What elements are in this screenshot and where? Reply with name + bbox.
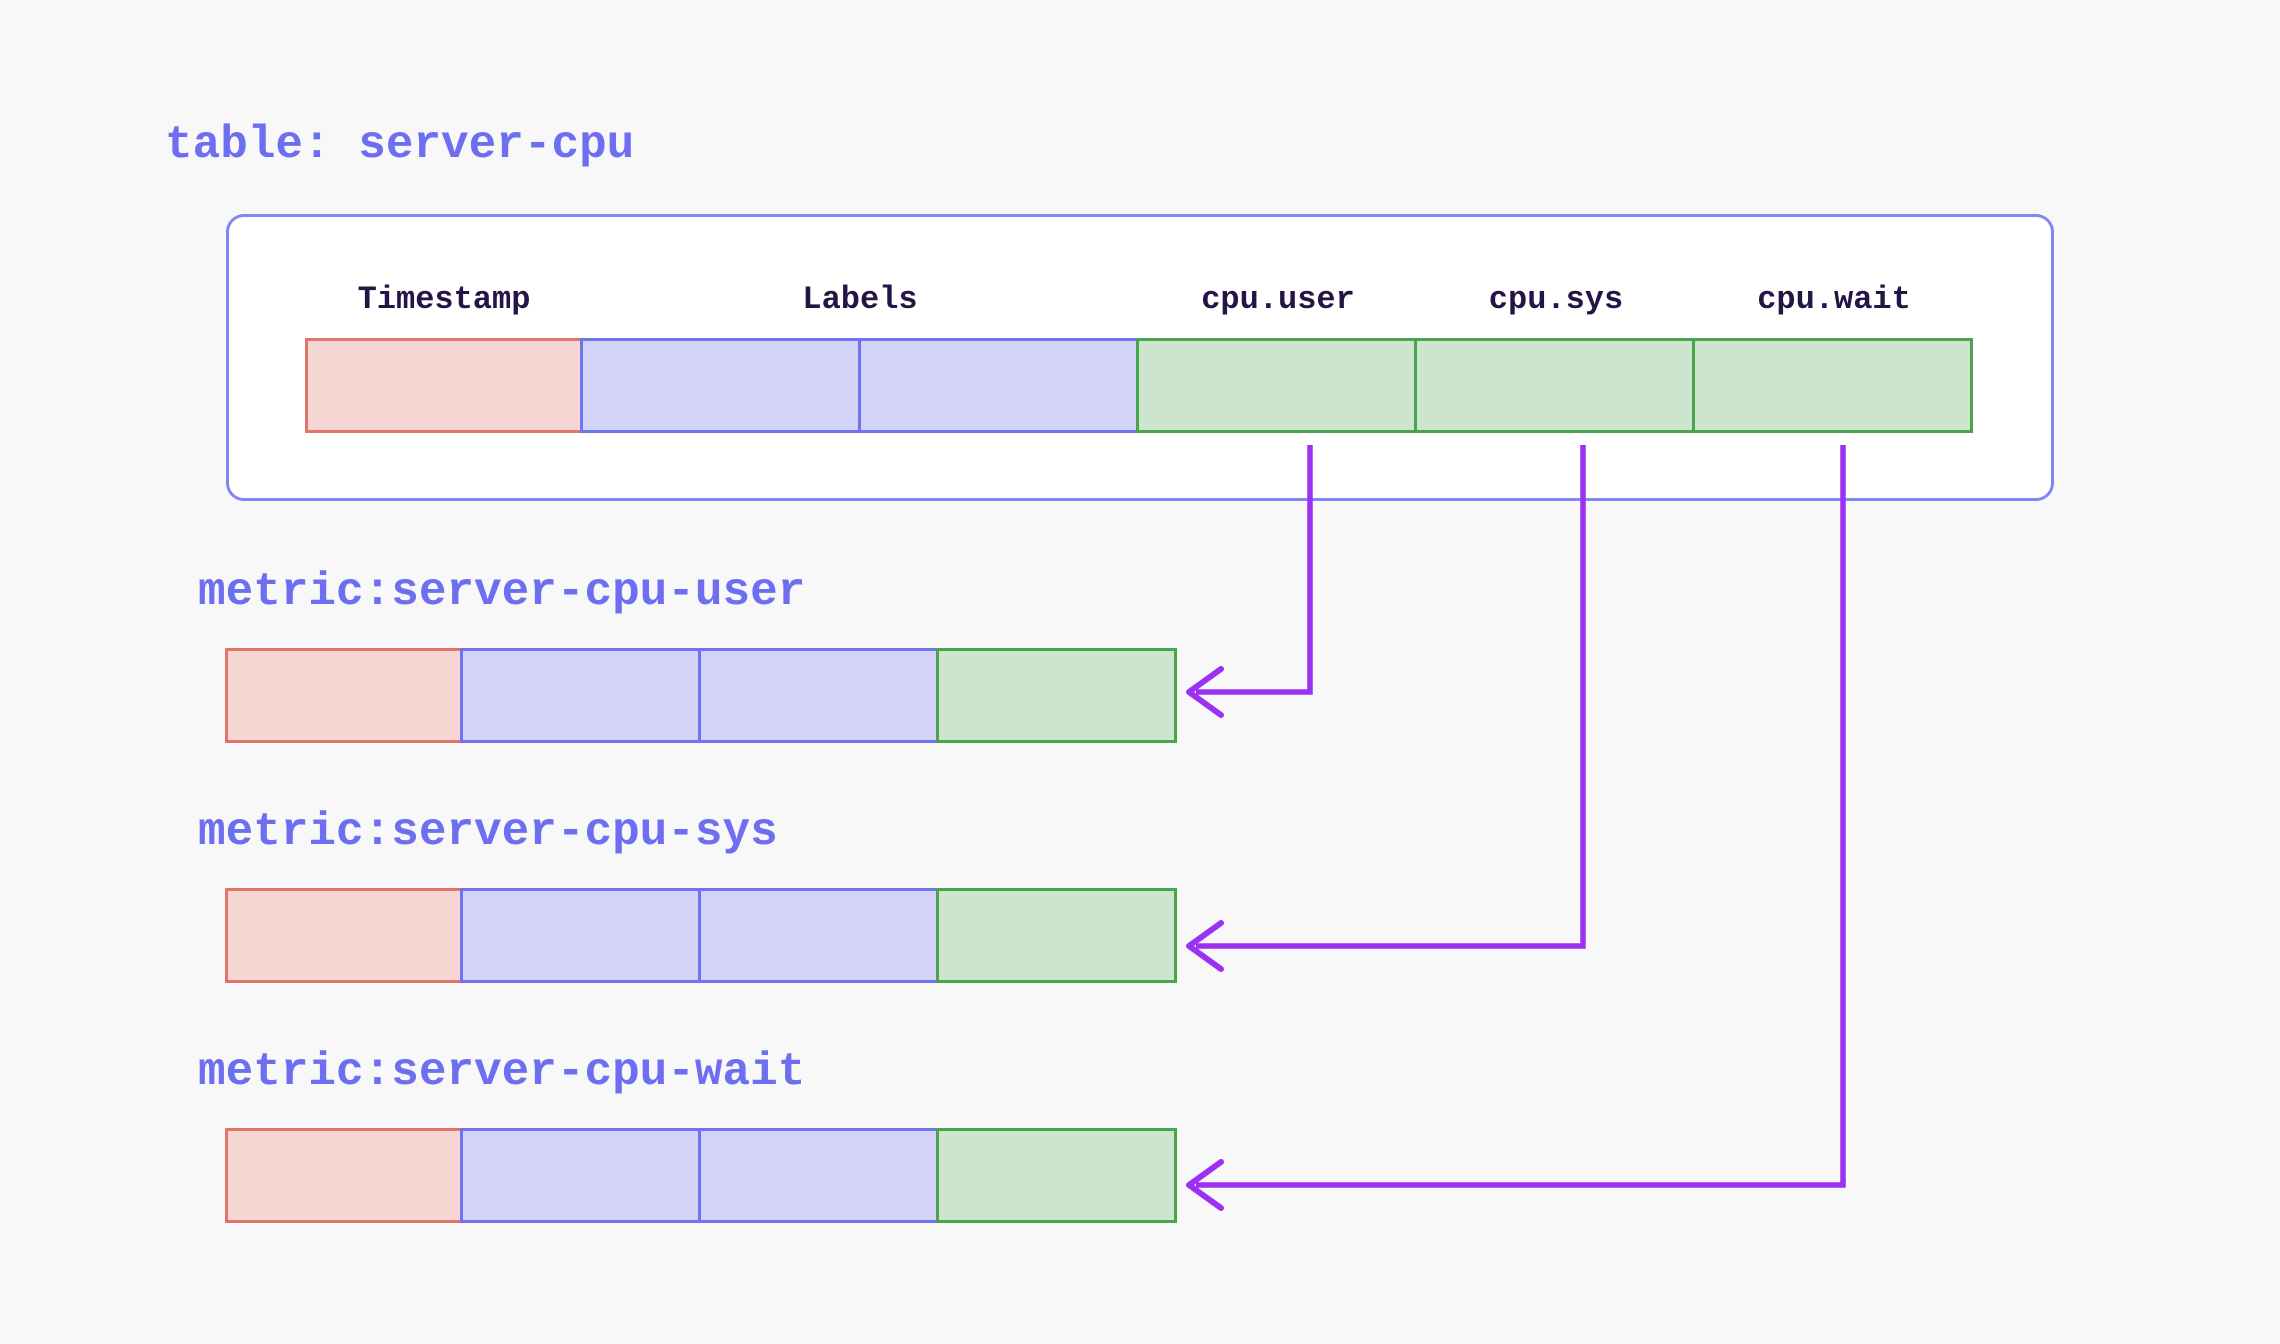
metric-sys-cell-value — [936, 888, 1177, 983]
metric-row-user — [225, 648, 1177, 743]
metric-user-cell-timestamp — [225, 648, 463, 743]
arrow-cpu-wait-to-metric — [1186, 445, 1846, 1211]
metric-label-sys: metric:server-cpu-sys — [198, 806, 778, 858]
arrow-cpu-sys-head-icon — [1186, 920, 1224, 972]
metric-label-wait: metric:server-cpu-wait — [198, 1046, 806, 1098]
metric-wait-cell-label-2 — [698, 1128, 939, 1223]
metric-user-cell-label-2 — [698, 648, 939, 743]
metric-sys-cell-label-1 — [460, 888, 701, 983]
column-header-labels: Labels — [802, 281, 918, 318]
column-header-timestamp: Timestamp — [357, 281, 531, 318]
metric-row-wait — [225, 1128, 1177, 1223]
table-cell-cpu-sys — [1414, 338, 1695, 433]
metric-user-cell-value — [936, 648, 1177, 743]
metric-user-cell-label-1 — [460, 648, 701, 743]
metric-sys-cell-timestamp — [225, 888, 463, 983]
table-cell-cpu-wait — [1692, 338, 1973, 433]
arrow-cpu-sys-line — [1196, 445, 1586, 949]
metric-row-sys — [225, 888, 1177, 983]
metric-wait-cell-timestamp — [225, 1128, 463, 1223]
arrow-cpu-user-head-icon — [1186, 666, 1224, 718]
metric-sys-cell-label-2 — [698, 888, 939, 983]
column-header-cpu-sys: cpu.sys — [1488, 281, 1624, 318]
table-cell-label-1 — [580, 338, 861, 433]
column-header-cpu-wait: cpu.wait — [1757, 281, 1911, 318]
table-cell-cpu-user — [1136, 338, 1417, 433]
table-cell-label-2 — [858, 338, 1139, 433]
arrow-cpu-wait-head-icon — [1186, 1159, 1224, 1211]
metric-label-user: metric:server-cpu-user — [198, 566, 806, 618]
table-schema-row — [305, 338, 1973, 433]
metric-wait-cell-label-1 — [460, 1128, 701, 1223]
metric-wait-cell-value — [936, 1128, 1177, 1223]
column-header-cpu-user: cpu.user — [1201, 281, 1355, 318]
table-cell-timestamp — [305, 338, 583, 433]
table-title: table: server-cpu — [165, 119, 635, 171]
arrow-cpu-sys-to-metric — [1186, 445, 1586, 972]
arrow-cpu-wait-line — [1196, 445, 1846, 1188]
